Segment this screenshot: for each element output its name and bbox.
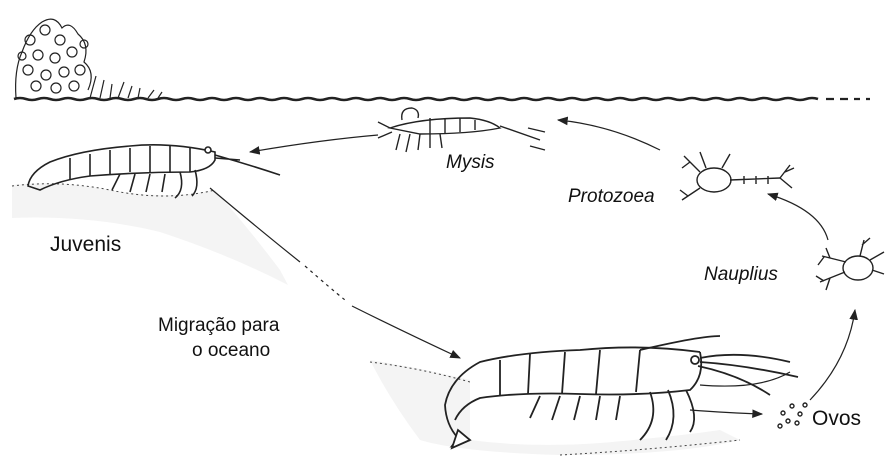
label-migracao-line1: Migração para <box>158 315 279 337</box>
protozoea-icon <box>680 152 794 200</box>
arrow-adult-to-eggs <box>690 410 762 414</box>
label-migracao-line2: o oceano <box>192 340 270 362</box>
lower-sand-bank <box>370 360 740 455</box>
adult-shrimp-icon <box>445 336 798 448</box>
arrow-mysis-to-juvenile <box>250 135 378 152</box>
arrow-nauplius-to-protozoea <box>768 194 828 240</box>
water-surface-line <box>14 98 818 100</box>
label-nauplius: Nauplius <box>704 264 778 286</box>
label-juvenis: Juvenis <box>50 233 121 257</box>
shore-bush-icon <box>16 19 162 98</box>
mysis-icon <box>378 108 545 152</box>
label-mysis: Mysis <box>446 152 495 174</box>
nauplius-icon <box>816 238 884 290</box>
arrow-protozoea-to-mysis <box>558 120 660 150</box>
adult-antenna-curl <box>700 372 790 386</box>
arrow-migration-dotted <box>305 266 345 300</box>
arrow-migration-to-adult <box>352 306 460 358</box>
arrow-eggs-to-nauplius <box>810 310 855 400</box>
label-ovos: Ovos <box>812 407 861 431</box>
label-protozoea: Protozoea <box>568 186 655 208</box>
eggs-icon <box>778 403 807 428</box>
